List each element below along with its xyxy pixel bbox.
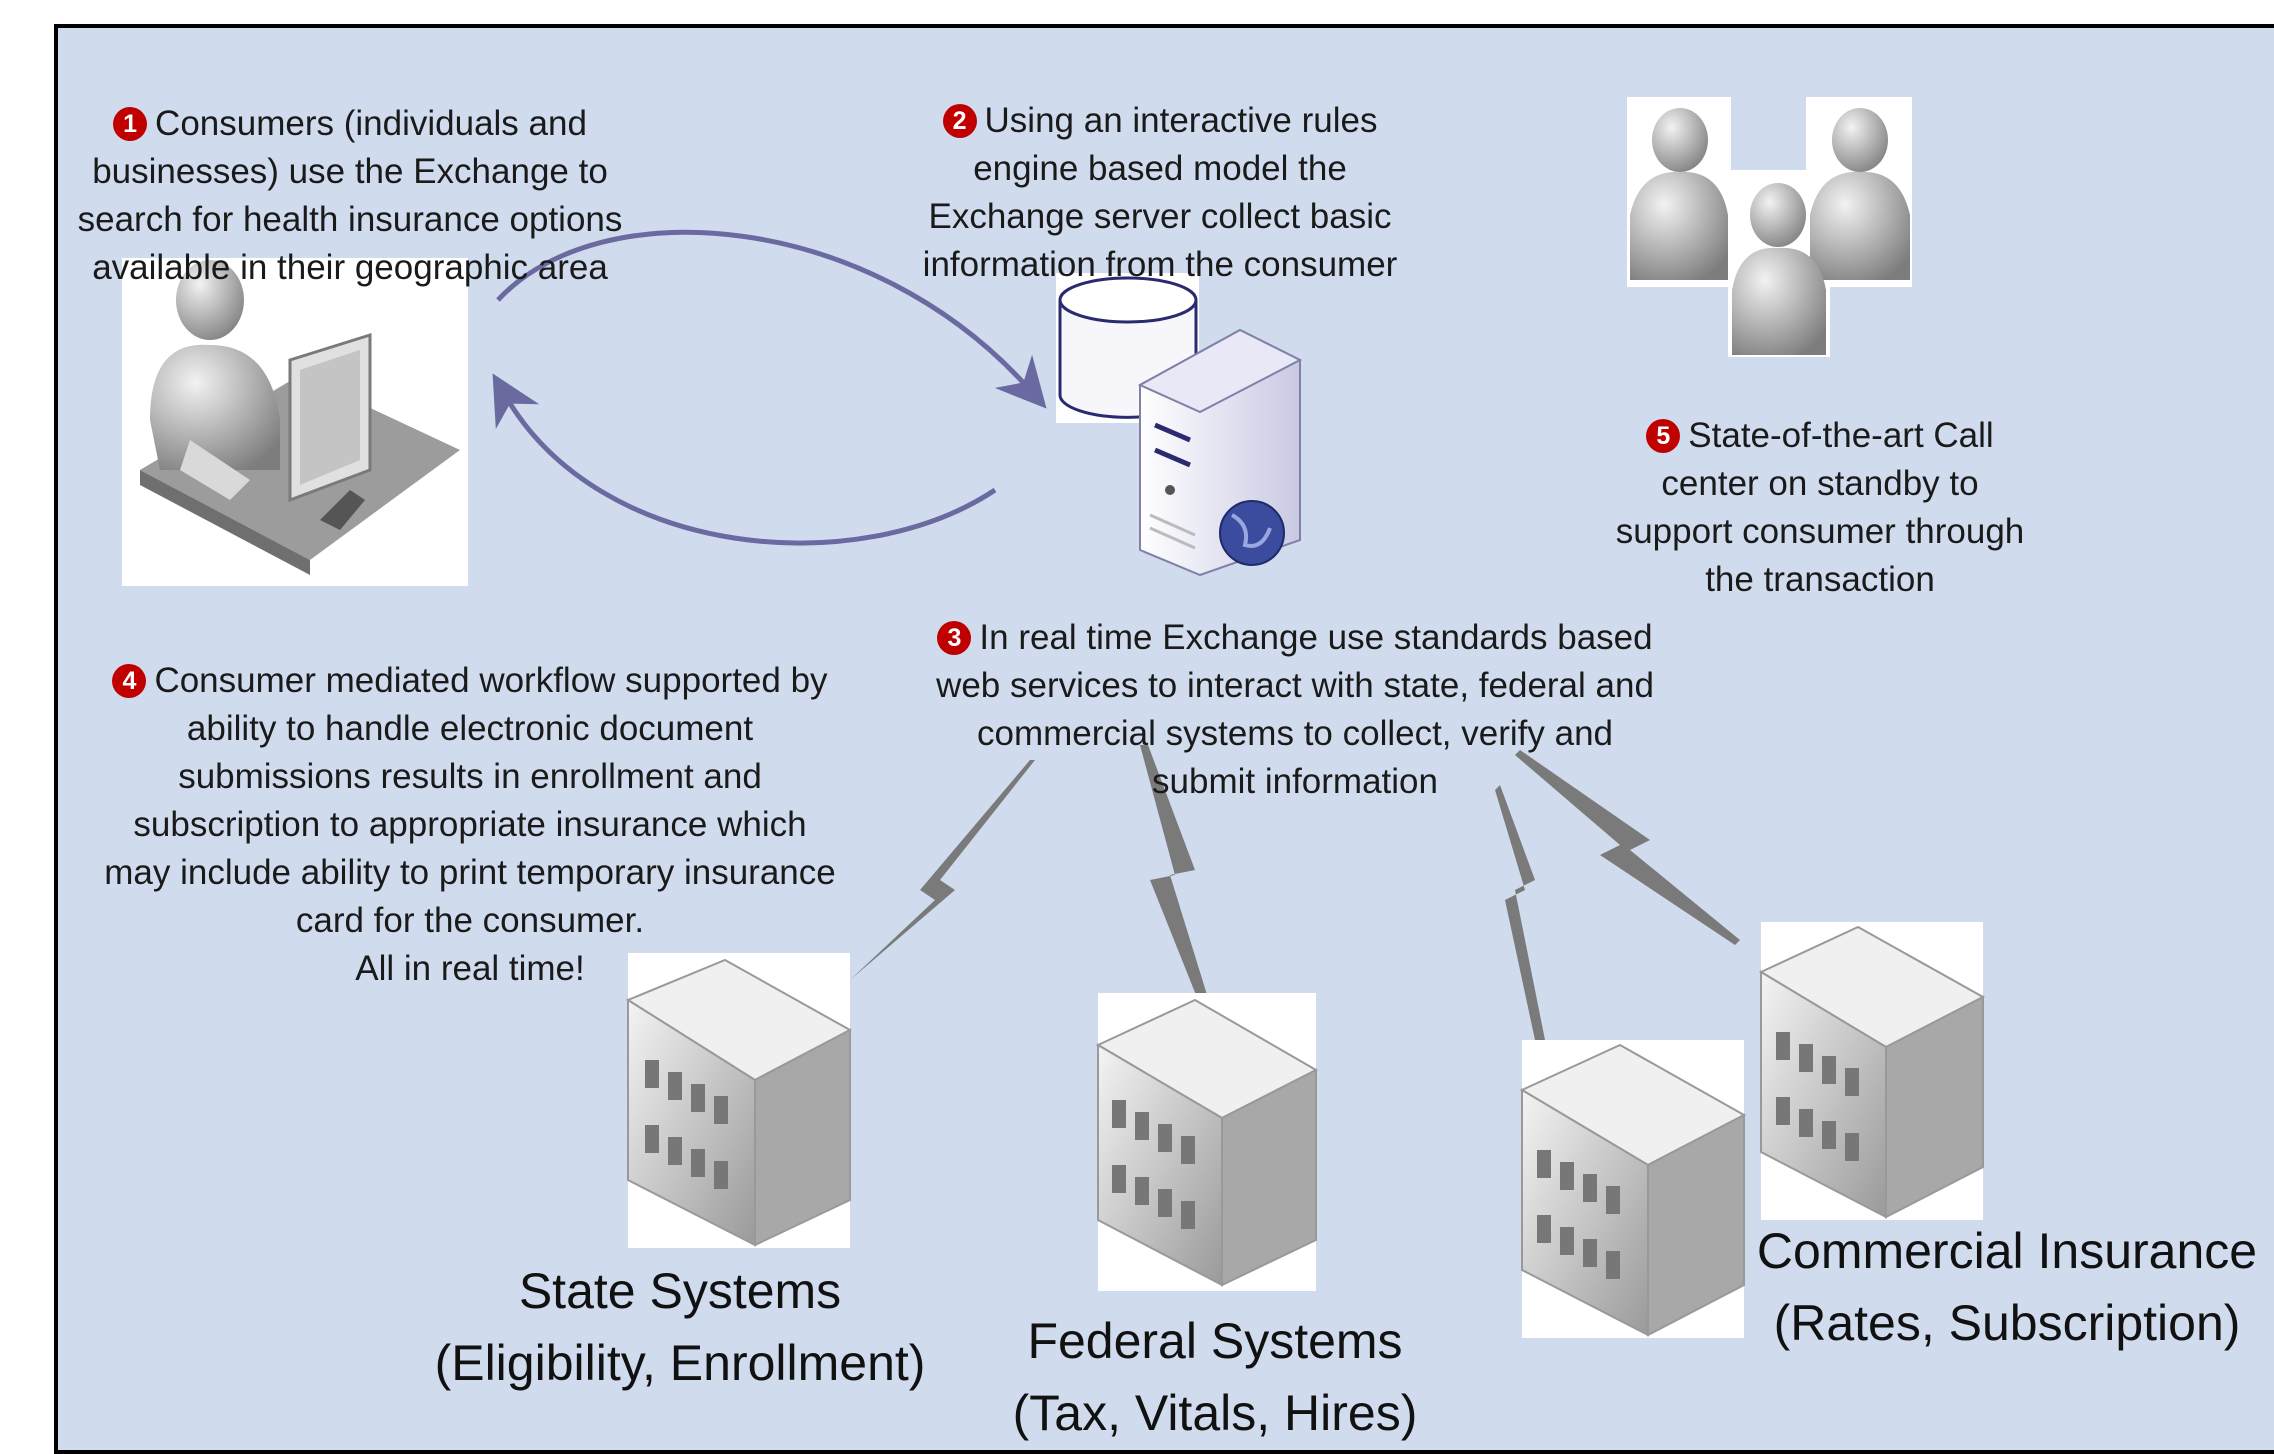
commercial-insurance-label: Commercial Insurance (Rates, Subscriptio… — [1756, 1223, 2258, 1351]
building-icon-commercial-2 — [1758, 922, 1986, 1220]
response-arrow — [492, 373, 997, 546]
consumer-computer-icon — [122, 258, 468, 586]
request-arrow — [496, 229, 1047, 409]
step-3-badge: 3 — [937, 621, 972, 655]
globe-icon — [1219, 500, 1285, 566]
step-5-badge: 5 — [1646, 419, 1681, 453]
building-icon-state — [625, 953, 853, 1248]
step-1-badge: 1 — [113, 107, 148, 141]
step-4-badge: 4 — [112, 664, 147, 698]
federal-systems-label: Federal Systems (Tax, Vitals, Hires) — [1012, 1313, 1418, 1441]
state-systems-label: State Systems (Eligibility, Enrollment) — [434, 1263, 926, 1391]
building-icon-federal — [1095, 993, 1319, 1291]
step-2-badge: 2 — [942, 104, 977, 138]
network-links — [850, 745, 1740, 1040]
lightning-link-commercial-1 — [1495, 785, 1545, 1040]
lightning-link-state — [850, 760, 1035, 980]
call-center-people-icon — [1627, 97, 1912, 357]
lightning-link-commercial-2 — [1515, 750, 1740, 945]
building-icon-commercial-1 — [1519, 1040, 1747, 1338]
